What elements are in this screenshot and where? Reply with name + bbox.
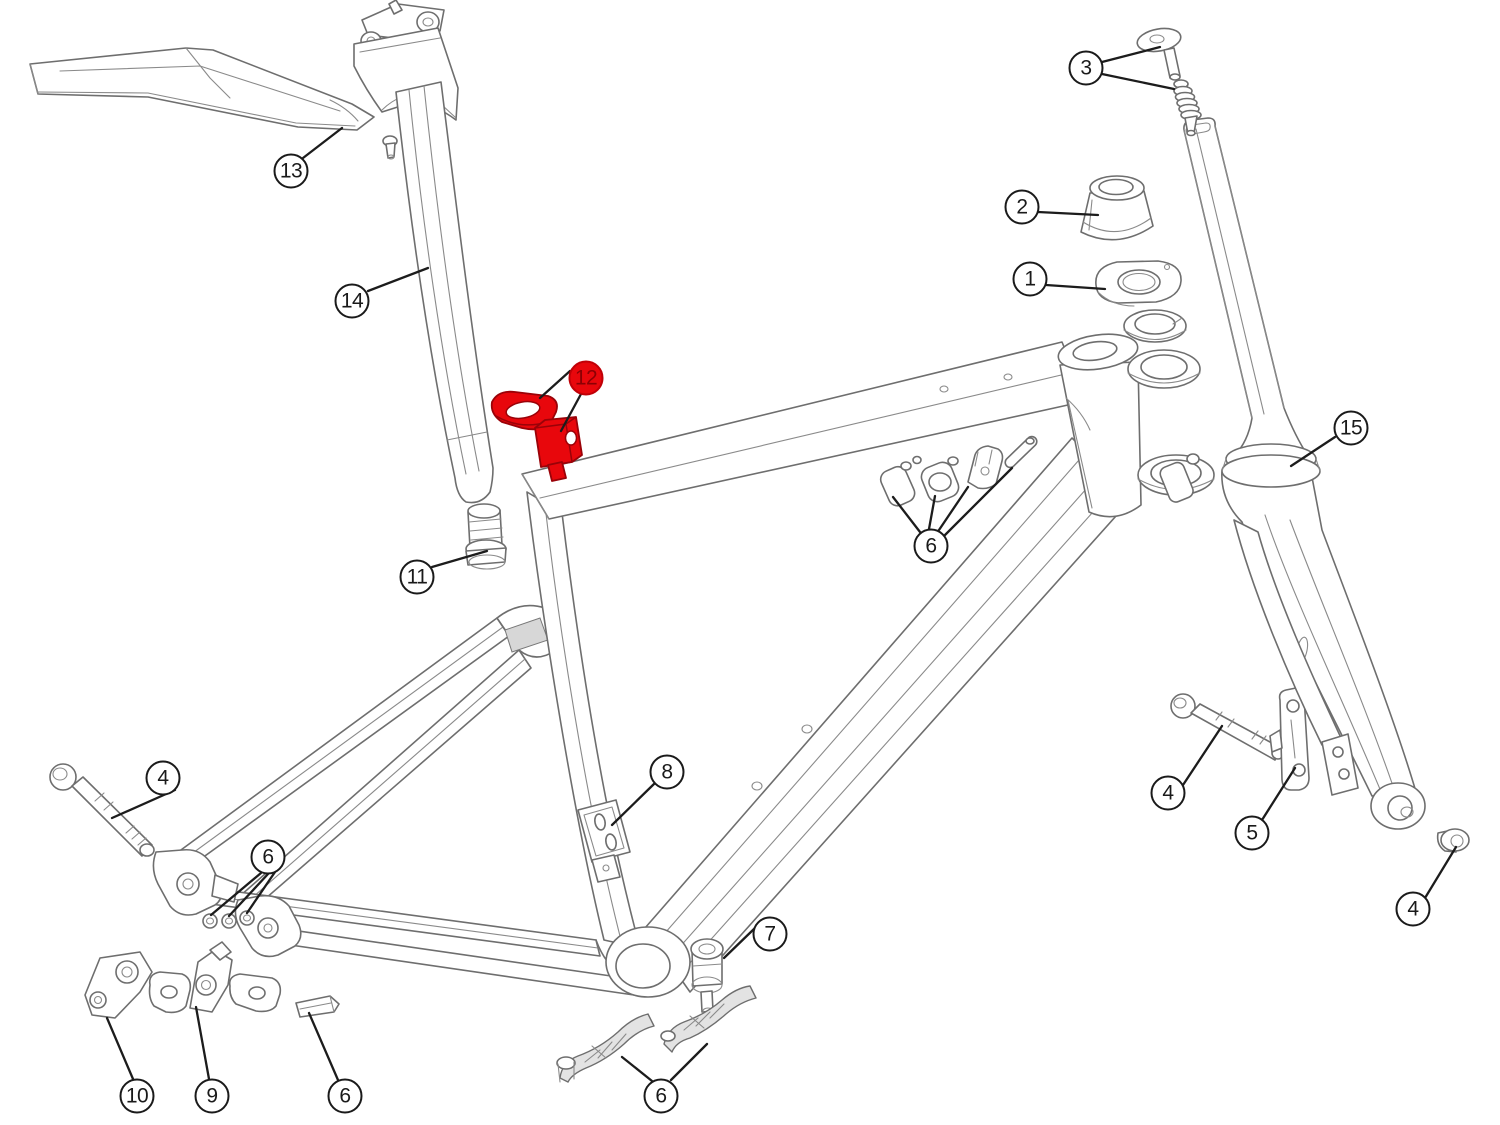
top-tube [521, 341, 1087, 520]
headset-bearing-upper [1127, 349, 1201, 389]
callout-4-c[interactable]: 4 [1395, 891, 1431, 927]
callout-11[interactable]: 11 [399, 559, 435, 595]
callout-13[interactable]: 13 [273, 153, 309, 189]
callout-4-b[interactable]: 4 [1150, 775, 1186, 811]
barrel-plug [690, 938, 724, 1015]
derailleur-mount [577, 799, 631, 883]
callout-label: 9 [206, 1084, 218, 1108]
callout-label: 11 [406, 565, 428, 589]
callout-10[interactable]: 10 [119, 1078, 155, 1114]
callout-label: 15 [1339, 416, 1363, 440]
cable-guide-right [660, 985, 757, 1053]
chainstay-plug [295, 995, 340, 1018]
callout-12-highlighted[interactable]: 12 [568, 360, 604, 396]
seat-tube [526, 491, 641, 949]
callout-label: 13 [279, 159, 303, 183]
seat-tube-insert [465, 503, 507, 570]
callout-label: 4 [1407, 897, 1419, 921]
callout-6-a[interactable]: 6 [913, 528, 949, 564]
headset-top-cover [1095, 260, 1182, 307]
cable-guide-left [556, 1013, 655, 1083]
cable-grommet-b [920, 456, 960, 503]
callout-6-c[interactable]: 6 [327, 1078, 363, 1114]
rear-dropout-left [152, 848, 239, 916]
headset-split-ring [1123, 309, 1187, 343]
callout-6-d[interactable]: 6 [643, 1078, 679, 1114]
callout-label: 7 [764, 922, 776, 946]
leader-lines [105, 45, 1458, 1083]
thru-axle-front [1170, 693, 1285, 761]
callout-5[interactable]: 5 [1234, 815, 1270, 851]
expander-plug [1173, 79, 1202, 137]
callout-15[interactable]: 15 [1333, 410, 1369, 446]
rear-dropout-right [234, 894, 302, 958]
callout-label: 12 [574, 366, 598, 390]
callout-label: 14 [340, 289, 364, 313]
callout-label: 6 [655, 1084, 667, 1108]
cable-grommet-d [1004, 435, 1038, 469]
frame-port-fittings [1159, 453, 1200, 503]
callout-3[interactable]: 3 [1068, 50, 1104, 86]
callout-label: 4 [157, 766, 169, 790]
cable-grommet-c [967, 445, 1004, 490]
callout-label: 8 [661, 760, 673, 784]
callout-label: 1 [1024, 267, 1036, 291]
callout-9[interactable]: 9 [194, 1078, 230, 1114]
derailleur-hanger-a [84, 951, 192, 1019]
down-tube [644, 437, 1134, 993]
callout-2[interactable]: 2 [1004, 189, 1040, 225]
callout-label: 6 [339, 1084, 351, 1108]
thru-axle-rear [49, 763, 155, 857]
callout-4-a[interactable]: 4 [145, 760, 181, 796]
headset-cone-spacer [1080, 175, 1154, 241]
seat-stays [169, 604, 557, 913]
saddle [29, 47, 375, 131]
derailleur-hanger-b [189, 941, 282, 1013]
callout-label: 3 [1080, 56, 1092, 80]
callout-label: 5 [1246, 821, 1258, 845]
axle-nut [1436, 828, 1470, 853]
topcap-and-bolt [1136, 27, 1182, 81]
seatpost [353, 0, 494, 504]
callout-label: 6 [262, 845, 274, 869]
brake-mount-adapter [1269, 687, 1310, 791]
callout-14[interactable]: 14 [334, 283, 370, 319]
head-tube [1057, 333, 1142, 518]
callout-label: 6 [925, 534, 937, 558]
callout-7[interactable]: 7 [752, 916, 788, 952]
bottom-bracket-shell [605, 926, 691, 998]
callout-label: 10 [125, 1084, 149, 1108]
callout-6-b[interactable]: 6 [250, 839, 286, 875]
cable-grommet-a [879, 455, 922, 507]
saddle-clamp-screw [382, 135, 398, 160]
callout-label: 4 [1162, 781, 1174, 805]
callout-label: 2 [1016, 195, 1028, 219]
callout-1[interactable]: 1 [1012, 261, 1048, 297]
callout-8[interactable]: 8 [649, 754, 685, 790]
fork [1183, 117, 1426, 830]
